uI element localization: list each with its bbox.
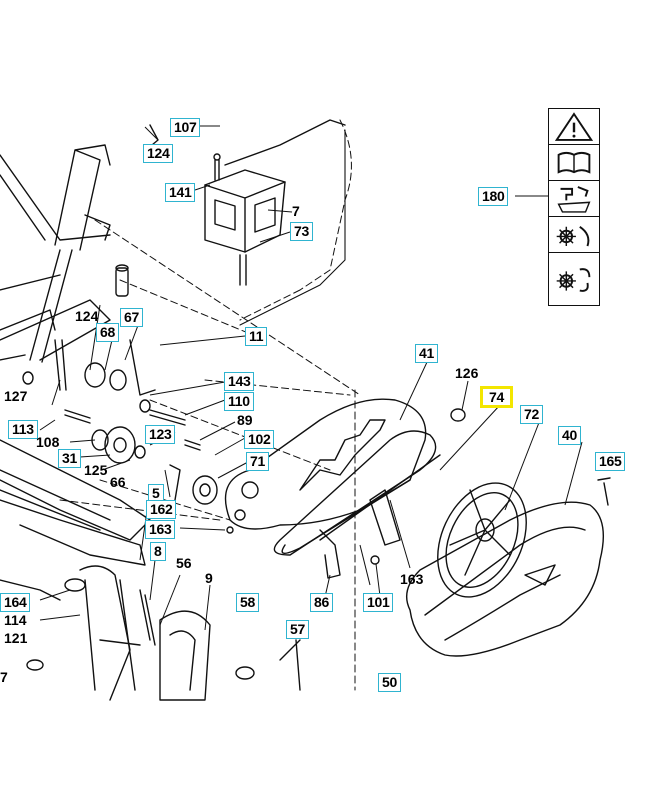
callout-41[interactable]: 41 [415,344,438,363]
callout-110[interactable]: 110 [224,392,254,411]
callout-31[interactable]: 31 [58,449,81,468]
belt-cover [406,501,604,657]
callout-58[interactable]: 58 [236,593,259,612]
callout-127[interactable]: 127 [4,388,28,404]
rotating-tines-foot-icon [549,253,599,307]
callout-71[interactable]: 71 [246,452,269,471]
callout-7[interactable]: 7 [292,203,300,219]
callout-163-right[interactable]: 163 [400,571,424,587]
tine-assembly [26,565,255,701]
callout-67[interactable]: 67 [120,308,143,327]
callout-9[interactable]: 9 [205,570,213,586]
callout-101[interactable]: 101 [363,593,394,612]
callout-74-highlighted[interactable]: 74 [480,386,513,408]
callout-7-bottom-left[interactable]: 7 [0,669,8,685]
callout-102[interactable]: 102 [244,430,275,449]
callout-124-top[interactable]: 124 [143,144,174,163]
callout-40[interactable]: 40 [558,426,581,445]
callout-89[interactable]: 89 [237,412,253,428]
drive-belts [273,430,441,556]
callout-165[interactable]: 165 [595,452,626,471]
callout-56[interactable]: 56 [176,555,192,571]
gearbox [149,119,346,286]
callout-163-left[interactable]: 163 [145,520,176,539]
belt-plate [224,398,427,530]
rotating-tines-hand-icon [549,217,599,253]
tensioner-bracket [319,408,466,579]
handle-frame [0,144,111,363]
callout-113[interactable]: 113 [8,420,38,439]
callout-114[interactable]: 114 [4,612,27,628]
callout-108[interactable]: 108 [36,434,60,450]
callout-143[interactable]: 143 [224,372,255,391]
safety-icon-panel [548,108,600,306]
read-manual-book-icon [549,145,599,181]
operator-hands-icon [549,181,599,217]
callout-73[interactable]: 73 [290,222,313,241]
callout-123[interactable]: 123 [145,425,176,444]
callout-141[interactable]: 141 [165,183,196,202]
middle-parts [22,264,234,534]
callout-162[interactable]: 162 [146,500,177,519]
callout-66[interactable]: 66 [110,474,126,490]
callout-126[interactable]: 126 [455,365,479,381]
screw-165 [597,477,611,506]
throttle-cable [239,129,346,326]
large-pulley [437,482,527,598]
callout-50[interactable]: 50 [378,673,401,692]
callout-164[interactable]: 164 [0,593,31,612]
callout-107[interactable]: 107 [170,118,201,137]
callout-180[interactable]: 180 [478,187,509,206]
warning-triangle-icon [549,109,599,145]
callout-72[interactable]: 72 [520,405,543,424]
callout-86[interactable]: 86 [310,593,333,612]
callout-57[interactable]: 57 [286,620,309,639]
callout-124-mid[interactable]: 124 [75,308,99,324]
callout-68[interactable]: 68 [96,323,119,342]
callout-125[interactable]: 125 [84,462,108,478]
callout-11[interactable]: 11 [245,327,268,346]
callout-8[interactable]: 8 [150,542,166,561]
callout-121[interactable]: 121 [4,630,28,646]
